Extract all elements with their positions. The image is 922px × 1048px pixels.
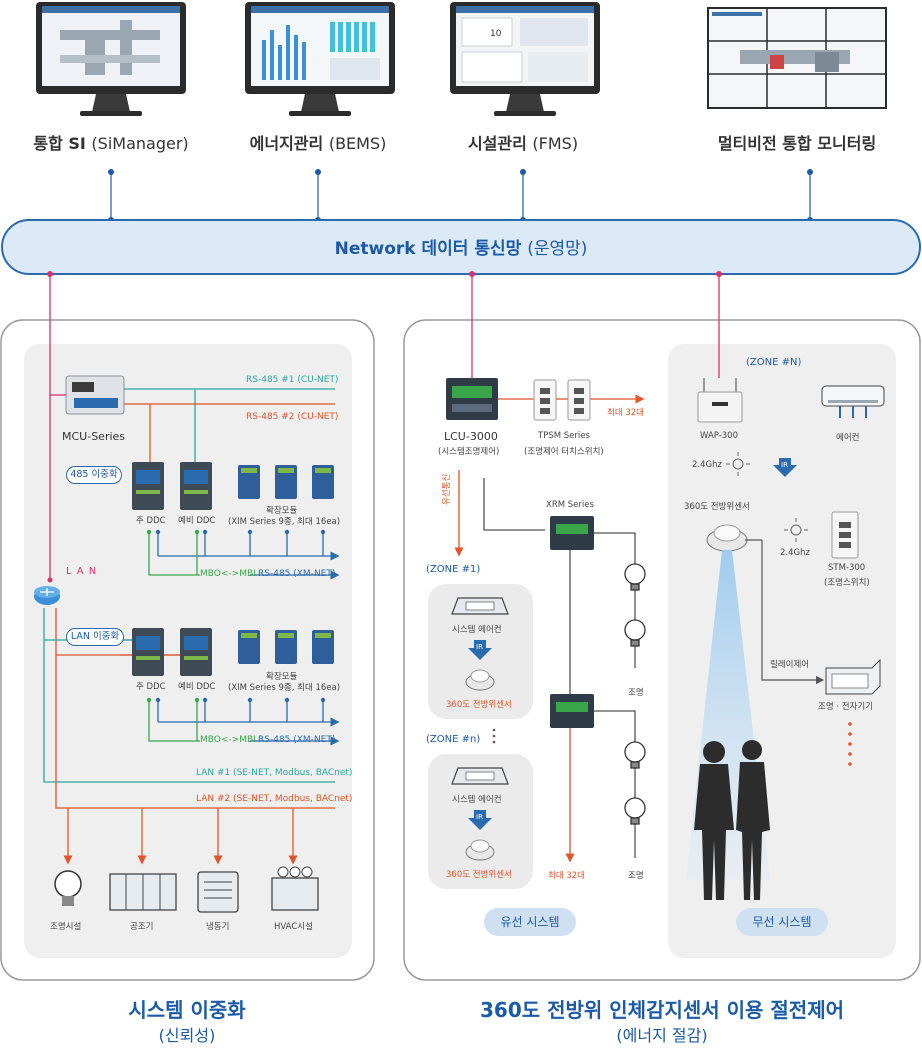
lan2-label: LAN #2 (SE-NET, Modbus, BACnet) — [196, 794, 353, 804]
wireless-signal-icon — [726, 452, 808, 542]
monitor-label-fms: 시설관리 (FMS) — [467, 134, 579, 153]
wireless-system-button[interactable]: 무선 시스템 — [736, 908, 828, 936]
bulb-icon — [624, 563, 646, 825]
stm-300-label: STM-300 — [828, 563, 866, 573]
main-ddc-1-icon — [132, 462, 164, 510]
equipment-lighting-label: 조명시설 — [50, 922, 82, 932]
equipment-hvac-label: HVAC시설 — [274, 922, 313, 932]
rs485-2-label: RS-485 #2 (CU-NET) — [246, 412, 339, 422]
spare-ddc-2-label: 예비 DDC — [178, 682, 216, 692]
lcu-3000-icon — [446, 378, 498, 420]
wap-300-label: WAP-300 — [700, 431, 738, 441]
tpsm-switch-icon — [533, 379, 591, 421]
max32-bottom-label: 최대 32대 — [548, 871, 585, 881]
main-ddc-2-label: 주 DDC — [136, 682, 166, 692]
mbo-mbi-2-label: MBO<->MBI — [200, 735, 256, 745]
main-ddc-2-icon — [132, 628, 164, 676]
zone-n-ir-label: IR — [476, 813, 483, 821]
stm-300-icon — [831, 511, 859, 559]
ir-arrow-icon — [468, 640, 492, 830]
ext-module-2-icon — [238, 630, 334, 664]
right-caption-sub: (에너지 절감) — [616, 1026, 708, 1045]
xrm-device-1-icon — [550, 516, 594, 550]
relay-label: 릴레이제어 — [770, 660, 810, 670]
360-sensor-icon — [465, 669, 495, 861]
zone-N-label: (ZONE #N) — [746, 357, 802, 368]
air-handler-icon — [109, 873, 177, 911]
lan-label: L A N — [66, 566, 98, 577]
multivision-monitor-icon — [707, 7, 887, 109]
rs485-xm-2-label: RS-485 (XM-NET) — [258, 735, 336, 745]
zone1-sensor-label: 360도 전방위센서 — [446, 700, 512, 710]
tpsm-sub: (조명제어 터치스위치) — [524, 447, 604, 457]
rs485-xm-1-label: RS-485 (XM-NET) — [258, 569, 336, 579]
monitor-label-bems: 에너지관리 (BEMS) — [249, 134, 387, 153]
equipment-ahu-label: 공조기 — [130, 922, 154, 932]
lighting-1-label: 조명 — [628, 688, 644, 698]
lan1-label: LAN #1 (SE-NET, Modbus, BACnet) — [196, 768, 353, 778]
mcu-label: MCU-Series — [62, 430, 126, 443]
zone1-label: (ZONE #1) — [426, 564, 481, 575]
mbo-mbi-1-label: MBO<->MBI — [200, 569, 256, 579]
spare-ddc-1-label: 예비 DDC — [178, 516, 216, 526]
wireless-ir-label: IR — [781, 461, 788, 469]
lighting-2-label: 조명 — [628, 871, 644, 881]
redundancy-lan-badge: LAN 이중화 — [66, 628, 124, 646]
zone1-ir-label: IR — [476, 643, 483, 651]
freq1-label: 2.4Ghz — [692, 460, 722, 470]
router-icon — [34, 586, 60, 605]
left-caption-title: 시스템 이중화 — [128, 998, 246, 1022]
network-label: Network 데이터 통신망 (운영망) — [334, 239, 588, 259]
ext-module-2-label: 확장모듈 — [266, 672, 298, 682]
monitor-simanager-icon — [36, 2, 186, 116]
xrm-device-2-icon — [550, 694, 594, 728]
xrm-label: XRM Series — [546, 500, 594, 510]
appliance-label: 조명 · 전자기기 — [818, 702, 874, 712]
ir-arrow-icon — [773, 458, 797, 477]
left-caption-sub: (신뢰성) — [158, 1026, 216, 1045]
svg-text:10: 10 — [490, 29, 502, 39]
zone1-aircon-label: 시스템 에어컨 — [452, 625, 502, 635]
right-caption-title: 360도 전방위 인체감지센서 이용 절전제어 — [480, 998, 844, 1022]
mcu-device-icon — [65, 375, 125, 415]
wall-aircon-label: 에어컨 — [836, 433, 860, 443]
tpsm-label: TPSM Series — [538, 431, 590, 441]
wireless-sensor-label: 360도 전방위센서 — [684, 502, 750, 512]
stm-300-sub: (조명스위치) — [824, 578, 870, 588]
relay-box-icon — [825, 658, 881, 695]
max32-top-label: 최대 32대 — [607, 408, 644, 418]
monitor-bems-icon — [245, 2, 395, 116]
freq2-label: 2.4Ghz — [780, 548, 810, 558]
wired-system-button[interactable]: 유선 시스템 — [484, 908, 576, 936]
ext-module-1-sub: (XIM Series 9종, 최대 16ea) — [228, 517, 341, 527]
spare-ddc-1-icon — [180, 462, 212, 510]
zone-n-aircon-label: 시스템 에어컨 — [452, 795, 502, 805]
rs485-1-label: RS-485 #1 (CU-NET) — [246, 375, 339, 385]
monitor-fms-icon: 10 — [450, 2, 600, 116]
ext-module-1-icon — [238, 465, 334, 499]
wall-aircon-icon — [821, 385, 885, 418]
lcu-label: LCU-3000 — [444, 430, 498, 443]
main-ddc-1-label: 주 DDC — [136, 516, 166, 526]
zone-n-label: (ZONE #n) — [426, 734, 481, 745]
people-silhouette-icon — [694, 740, 770, 900]
network-bus — [1, 219, 921, 275]
monitor-label-multivision: 멀티비전 통합 모니터링 — [717, 134, 877, 153]
monitor-label-simanager: 통합 SI (SiManager) — [33, 134, 189, 153]
wired-comm-label: 유선통신 — [442, 473, 452, 505]
equipment-chiller-label: 냉동기 — [206, 922, 230, 932]
redundancy-485-badge: 485 이중화 — [66, 466, 122, 484]
hvac-icon — [271, 866, 319, 911]
chiller-icon — [197, 871, 239, 913]
zone-n-sensor-label: 360도 전방위센서 — [446, 870, 512, 880]
360-sensor-icon — [706, 524, 748, 552]
spare-ddc-2-icon — [180, 628, 212, 676]
lcu-sub: (시스템조명제어) — [438, 447, 500, 457]
lighting-facility-icon — [54, 870, 82, 906]
ext-module-2-sub: (XIM Series 9종, 최대 16ea) — [228, 683, 341, 693]
ext-module-1-label: 확장모듈 — [266, 506, 298, 516]
system-aircon-icon — [451, 597, 509, 785]
wap-300-icon — [697, 378, 743, 423]
